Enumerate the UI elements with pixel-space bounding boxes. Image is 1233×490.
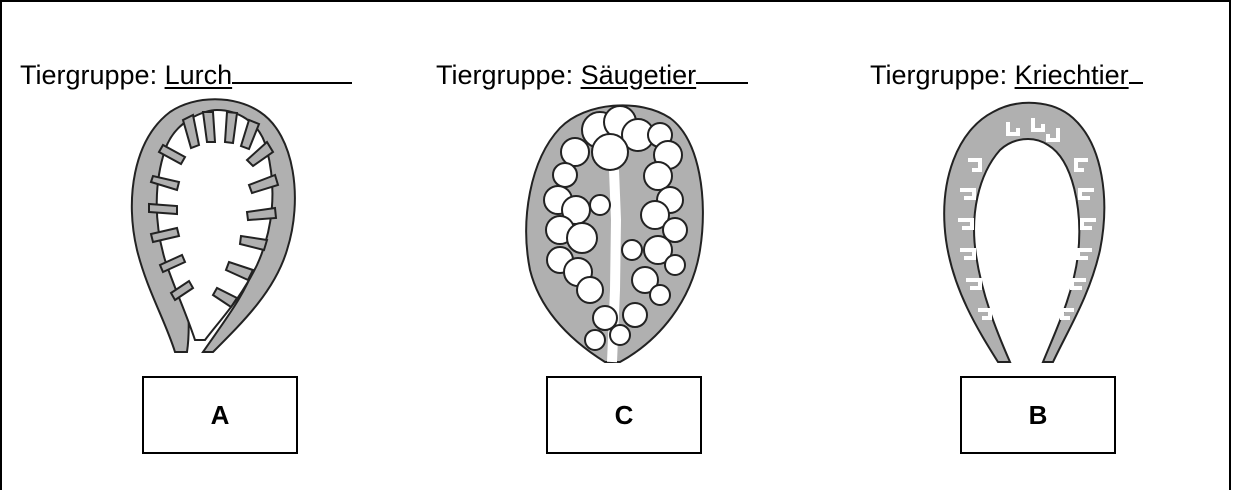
amphibian-lung-drawing xyxy=(125,90,305,360)
answer-amphibian: Lurch xyxy=(165,60,233,90)
answer-box-2[interactable]: C xyxy=(546,376,702,454)
label-reptile: Tiergruppe: Kriechtier xyxy=(870,56,1143,92)
answer-box-letter: A xyxy=(211,400,230,431)
answer-blank-line xyxy=(1129,56,1143,84)
label-amphibian: Tiergruppe: Lurch xyxy=(20,56,352,92)
answer-blank-line xyxy=(232,56,352,84)
label-prefix: Tiergruppe: xyxy=(870,60,1015,90)
answer-box-1[interactable]: A xyxy=(142,376,298,454)
answer-box-3[interactable]: B xyxy=(960,376,1116,454)
label-mammal: Tiergruppe: Säugetier xyxy=(436,56,748,92)
answer-blank-line xyxy=(696,56,748,84)
label-prefix: Tiergruppe: xyxy=(436,60,581,90)
mammal-lung-drawing xyxy=(520,90,710,370)
label-prefix: Tiergruppe: xyxy=(20,60,165,90)
answer-mammal: Säugetier xyxy=(581,60,697,90)
reptile-lung-drawing xyxy=(938,90,1113,370)
answer-reptile: Kriechtier xyxy=(1015,60,1129,90)
answer-box-letter: B xyxy=(1029,400,1048,431)
answer-box-letter: C xyxy=(615,400,634,431)
